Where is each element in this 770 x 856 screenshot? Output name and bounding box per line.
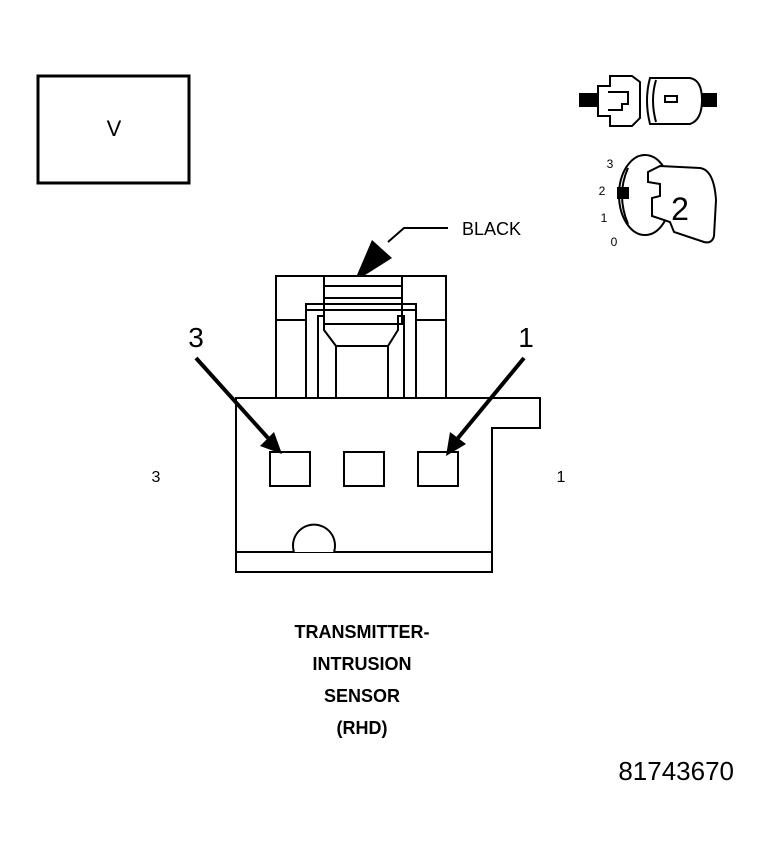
- scale-2: 2: [599, 184, 606, 198]
- view-box: V: [36, 74, 191, 185]
- title-line-1: TRANSMITTER-: [295, 622, 430, 642]
- connector-title: TRANSMITTER- INTRUSION SENSOR (RHD): [295, 622, 430, 738]
- pin-callouts: 3 1 3 1: [152, 322, 566, 486]
- title-line-4: (RHD): [337, 718, 388, 738]
- connector-body: [235, 275, 541, 573]
- scale-3: 3: [607, 157, 614, 171]
- position-indicator-icon: 3 2 1 0 2: [599, 154, 718, 249]
- pin-side-3: 3: [152, 469, 161, 486]
- title-line-2: INTRUSION: [313, 654, 412, 674]
- terminal-1: [417, 451, 459, 487]
- color-label: BLACK: [462, 219, 521, 239]
- terminal-2: [343, 451, 385, 487]
- scale-0: 0: [611, 235, 618, 249]
- terminal-3: [269, 451, 311, 487]
- scale-1: 1: [601, 211, 608, 225]
- position-number: 2: [671, 191, 689, 227]
- title-line-3: SENSOR: [324, 686, 400, 706]
- pin-callout-3: 3: [188, 322, 204, 353]
- connector-side-icon: [579, 75, 717, 127]
- color-callout: BLACK: [354, 219, 521, 282]
- pin-side-1: 1: [557, 469, 566, 486]
- diagram-number: 81743670: [618, 756, 734, 786]
- view-label: V: [107, 116, 122, 141]
- pin-callout-1: 1: [518, 322, 534, 353]
